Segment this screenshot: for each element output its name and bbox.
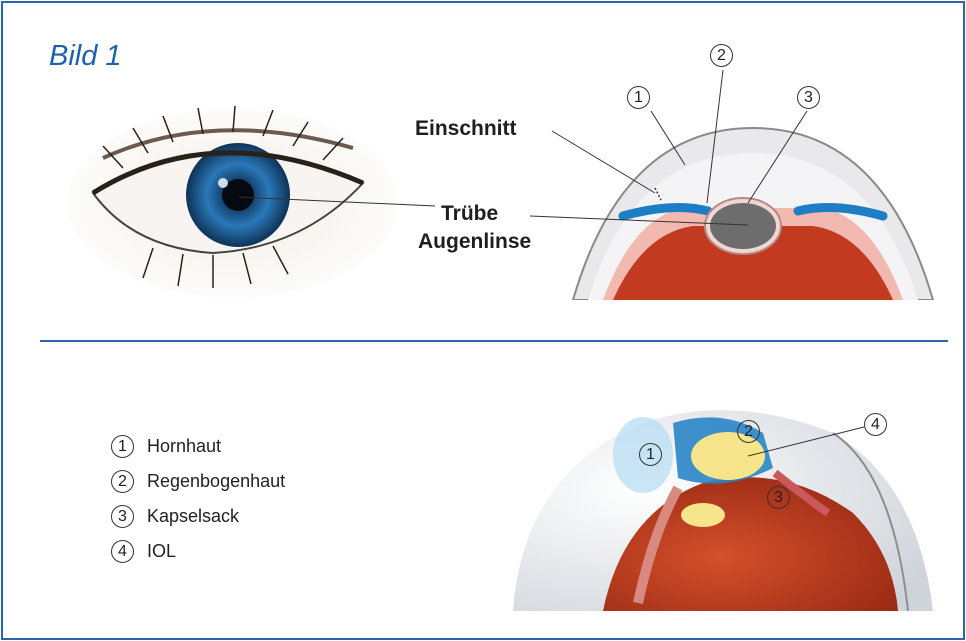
- marker-bottom-1: 1: [639, 443, 662, 466]
- leader-lines-bottom: [3, 3, 963, 640]
- marker-bottom-2: 2: [737, 420, 760, 443]
- marker-bottom-4: 4: [864, 413, 887, 436]
- marker-bottom-3: 3: [767, 486, 790, 509]
